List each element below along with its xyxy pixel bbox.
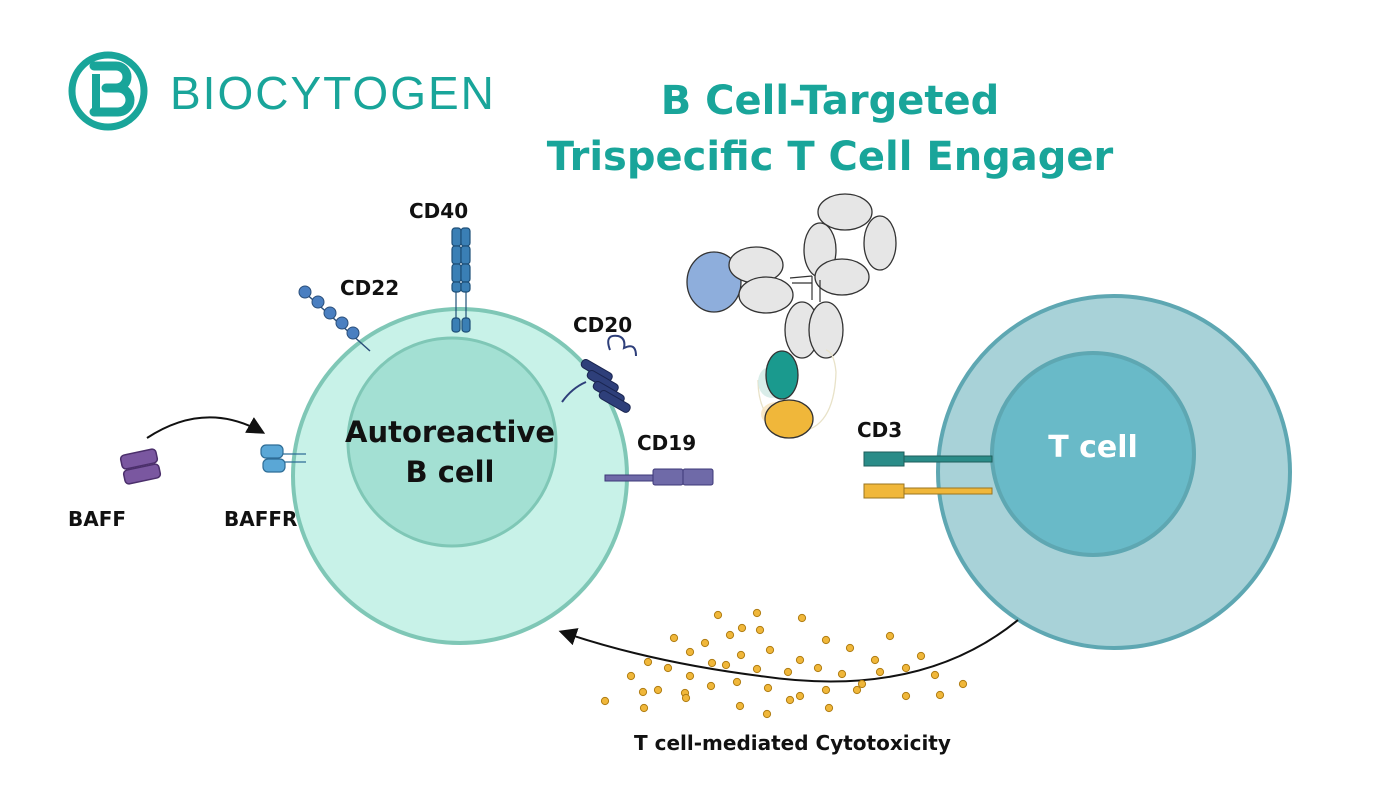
granule-dot bbox=[813, 663, 823, 673]
granule-dot bbox=[824, 703, 834, 713]
cd19-label: CD19 bbox=[637, 431, 697, 455]
granule-dot bbox=[732, 677, 742, 687]
granule-dot bbox=[752, 664, 762, 674]
granule-dot bbox=[755, 625, 765, 635]
baff-label: BAFF bbox=[68, 507, 127, 531]
granule-dot bbox=[857, 679, 867, 689]
granule-dot bbox=[713, 610, 723, 620]
granule-dot bbox=[721, 660, 731, 670]
baff-binding-arrow bbox=[146, 416, 266, 439]
granule-dot bbox=[600, 696, 610, 706]
granule-dot bbox=[763, 683, 773, 693]
baff-ligand-icon bbox=[119, 448, 162, 485]
title-line-2: Trispecific T Cell Engager bbox=[546, 134, 1114, 180]
cd3-label: CD3 bbox=[857, 418, 903, 442]
trispecific-antibody-icon bbox=[686, 193, 897, 439]
baffr-receptor-icon bbox=[260, 444, 306, 473]
granule-dot bbox=[626, 671, 636, 681]
cd40-receptor-icon bbox=[451, 227, 471, 333]
baffr-label: BAFFR bbox=[224, 507, 298, 531]
t-cell-receptor-icon bbox=[863, 483, 993, 499]
cd22-label: CD22 bbox=[340, 276, 400, 300]
granule-dot bbox=[852, 685, 862, 695]
cd3-receptor-icon bbox=[863, 451, 993, 467]
cytotoxic-granules bbox=[600, 608, 968, 719]
granule-dot bbox=[901, 663, 911, 673]
granule-dot bbox=[663, 663, 673, 673]
t-cell-label: T cell bbox=[1048, 430, 1138, 465]
granule-dot bbox=[707, 658, 717, 668]
granule-dot bbox=[935, 690, 945, 700]
granule-dot bbox=[845, 643, 855, 653]
granule-dot bbox=[700, 638, 710, 648]
granule-dot bbox=[736, 650, 746, 660]
granule-dot bbox=[783, 667, 793, 677]
b-cell bbox=[291, 307, 629, 645]
biocytogen-logo-icon bbox=[68, 51, 148, 131]
granule-dot bbox=[916, 651, 926, 661]
granule-dot bbox=[669, 633, 679, 643]
title-line-1: B Cell-Targeted bbox=[660, 78, 1000, 124]
granule-dot bbox=[752, 608, 762, 618]
granule-dot bbox=[795, 655, 805, 665]
granule-dot bbox=[706, 681, 716, 691]
brand-name: BIOCYTOGEN bbox=[170, 67, 496, 119]
granule-dot bbox=[885, 631, 895, 641]
granule-dot bbox=[639, 703, 649, 713]
granule-dot bbox=[735, 701, 745, 711]
granule-dot bbox=[930, 670, 940, 680]
granule-dot bbox=[638, 687, 648, 697]
granule-dot bbox=[681, 693, 691, 703]
granule-dot bbox=[737, 623, 747, 633]
granule-dot bbox=[762, 709, 772, 719]
granule-dot bbox=[901, 691, 911, 701]
cd40-label: CD40 bbox=[409, 199, 469, 223]
granule-dot bbox=[821, 635, 831, 645]
cd19-receptor-icon bbox=[604, 468, 714, 486]
cd22-receptor-icon bbox=[298, 285, 371, 352]
b-cell-label: Autoreactive B cell bbox=[330, 412, 570, 492]
granule-dot bbox=[653, 685, 663, 695]
granule-dot bbox=[821, 685, 831, 695]
granule-dot bbox=[837, 669, 847, 679]
granule-dot bbox=[725, 630, 735, 640]
granule-dot bbox=[875, 667, 885, 677]
granule-dot bbox=[685, 647, 695, 657]
t-cell bbox=[936, 294, 1292, 650]
cd20-receptor-icon bbox=[561, 334, 637, 413]
granule-dot bbox=[870, 655, 880, 665]
cytotoxicity-caption: T cell-mediated Cytotoxicity bbox=[634, 731, 951, 755]
granule-dot bbox=[797, 613, 807, 623]
granule-dot bbox=[958, 679, 968, 689]
b-cell-label-line-2: B cell bbox=[405, 455, 495, 489]
granule-dot bbox=[685, 671, 695, 681]
cd20-label: CD20 bbox=[573, 313, 633, 337]
granule-dot bbox=[765, 645, 775, 655]
granule-dot bbox=[785, 695, 795, 705]
b-cell-label-line-1: Autoreactive bbox=[345, 415, 555, 449]
granule-dot bbox=[795, 691, 805, 701]
granule-dot bbox=[643, 657, 653, 667]
cytotoxicity-arrow bbox=[558, 619, 1019, 683]
